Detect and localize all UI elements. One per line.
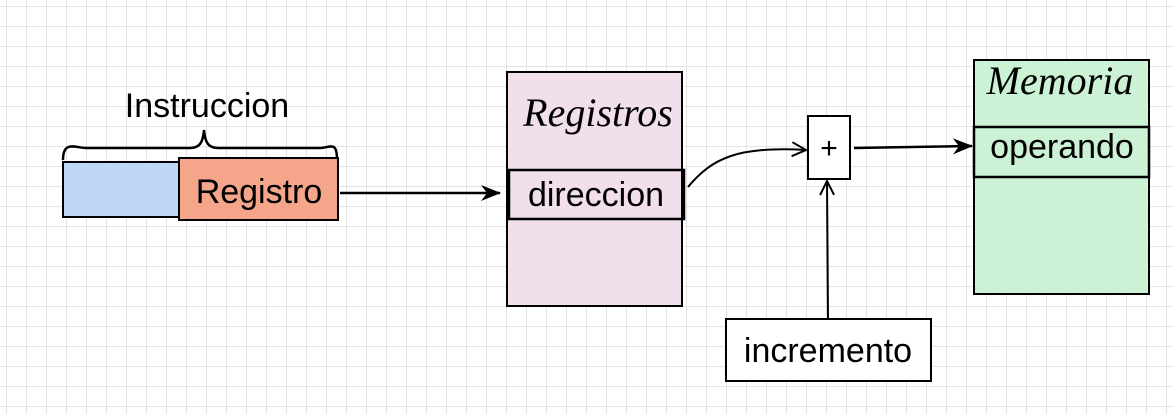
arrow-increment-to-adder: [827, 181, 828, 319]
registers-address-cell: [507, 168, 686, 221]
instruction-register-field: [178, 157, 339, 221]
increment-label: incremento: [744, 332, 912, 370]
adder-box: [807, 115, 851, 180]
registers-address-label: direccion: [528, 176, 664, 214]
registers-title: Registros: [522, 90, 673, 135]
instruction-opcode-field: [62, 161, 181, 218]
memory-operand-label: operando: [990, 128, 1134, 166]
arrow-address-to-adder: [687, 149, 806, 188]
arrow-adder-to-memory: [853, 138, 973, 155]
instruction-label: Instruccion: [125, 87, 289, 125]
registers-block: [506, 71, 683, 307]
increment-box: [725, 318, 932, 382]
memory-title: Memoria: [986, 58, 1134, 103]
instruction-brace: [61, 129, 339, 161]
memory-operand-cell: [972, 125, 1151, 179]
instruction-register-label: Registro: [196, 173, 323, 211]
adder-symbol: +: [820, 132, 838, 165]
